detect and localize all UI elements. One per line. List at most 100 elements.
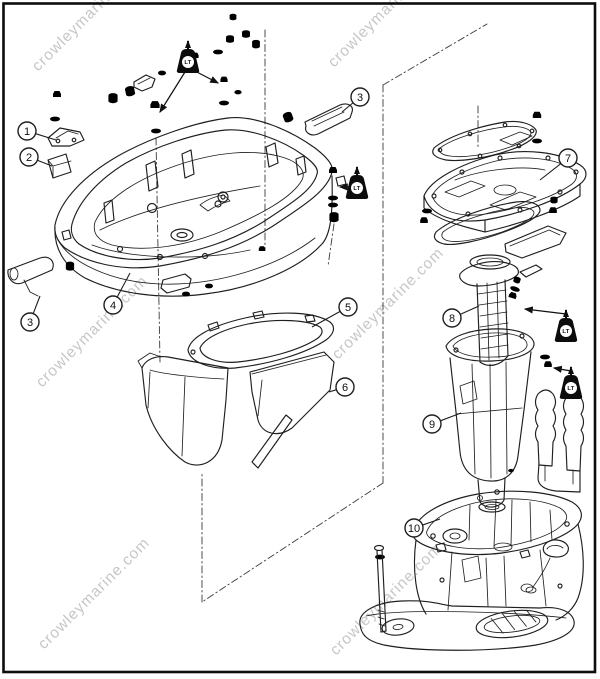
callout-number: 2 — [26, 152, 32, 164]
bolt-icon — [544, 361, 552, 380]
callout-8: 8 — [442, 305, 480, 328]
callout-circle — [422, 414, 442, 434]
callout-6: 6 — [328, 377, 355, 397]
marker-tip — [568, 366, 574, 374]
watermark-text: crowleymarine.com — [29, 0, 147, 75]
washer-icon — [328, 195, 338, 201]
marker-tip — [354, 166, 360, 174]
plate — [160, 273, 192, 294]
part7-exhaust-guide — [420, 111, 587, 259]
marker-label-circle — [182, 56, 194, 68]
marker-tip — [185, 40, 191, 48]
grommet-icon — [252, 39, 260, 49]
callout-number: 3 — [27, 317, 33, 329]
grommet-icon — [108, 93, 118, 104]
watermark-text: crowleymarine.com — [327, 540, 445, 658]
bolt-icon — [53, 91, 61, 110]
callout-circle — [442, 308, 462, 328]
callout-circle — [20, 312, 40, 332]
callout-leader — [440, 412, 462, 422]
callout-3: 3 — [341, 87, 370, 113]
marker-label: LT — [562, 329, 569, 335]
bolt-icon — [549, 207, 557, 226]
grommet-icon — [65, 261, 75, 271]
callout-number: 9 — [429, 419, 435, 431]
apron-strip — [251, 414, 293, 469]
callout-1: 1 — [17, 121, 57, 141]
cowling-fasteners — [50, 13, 339, 304]
bolt-icon — [150, 101, 160, 123]
part6-apron-right — [249, 351, 335, 469]
part8-muffler — [459, 261, 552, 380]
callout-10: 10 — [404, 518, 441, 538]
watermark-text: crowleymarine.com — [33, 272, 151, 390]
washer-icon — [213, 49, 223, 55]
part3-latch-right — [282, 103, 353, 136]
marker-label-circle — [560, 325, 572, 337]
washer-icon — [151, 128, 161, 134]
washer-icon — [532, 138, 542, 144]
callout-leader — [32, 295, 41, 314]
washer-icon — [219, 100, 229, 106]
watermark-text: crowleymarine.com — [35, 534, 153, 652]
washer-icon — [540, 354, 550, 360]
lower-mount-bracket — [534, 389, 585, 493]
callout-leader — [311, 310, 341, 328]
callout-2: 2 — [19, 147, 53, 167]
screw-icon — [182, 291, 190, 304]
callout-circle — [17, 121, 37, 141]
clamp-bracket — [133, 74, 156, 92]
callout-circle — [558, 148, 578, 168]
washer-icon — [375, 554, 385, 560]
callout-circle — [19, 147, 39, 167]
cap-nut-icon — [229, 13, 237, 21]
callout-number: 1 — [24, 126, 30, 138]
watermark-layer: crowleymarine.com crowleymarine.com crowle… — [29, 0, 447, 659]
callout-circle — [350, 87, 370, 107]
callout-number: 3 — [357, 92, 363, 104]
callout-leader — [460, 305, 480, 315]
screw-icon — [234, 90, 242, 102]
grommet-icon — [282, 110, 295, 124]
callout-number: 10 — [408, 523, 420, 535]
callout-3: 3 — [20, 295, 41, 332]
callout-4: 4 — [103, 272, 131, 315]
callout-leader — [35, 133, 57, 141]
washer-icon — [509, 285, 521, 293]
manifold-parts — [469, 254, 543, 278]
grease-marker-icon: LT — [159, 40, 220, 114]
nut-icon — [226, 35, 234, 43]
callout-circle — [338, 297, 358, 317]
part6-apron-left — [137, 352, 229, 466]
marker-label-circle — [565, 382, 577, 394]
callout-7: 7 — [539, 148, 578, 181]
construction-lines — [155, 23, 488, 603]
part5-seal-rail — [187, 310, 335, 369]
callout-9: 9 — [422, 412, 462, 434]
callout-circle — [404, 518, 424, 538]
washer-icon — [422, 208, 432, 214]
bolt-icon — [420, 217, 428, 236]
grease-marker-icon: LT — [552, 365, 583, 399]
marker-tip — [563, 309, 569, 317]
bottom-cowling — [54, 117, 347, 297]
nut-icon — [550, 196, 558, 204]
callout-leader — [116, 272, 131, 298]
bolt-icon — [532, 111, 542, 132]
marker-label: LT — [184, 60, 191, 66]
grease-arrow — [552, 365, 572, 373]
callout-circle — [103, 295, 123, 315]
part9-upper-case — [445, 328, 535, 513]
part2-damper — [47, 153, 72, 179]
callout-leader — [341, 102, 354, 113]
grease-arrow — [159, 71, 186, 114]
grommet-icon — [329, 212, 339, 223]
nut-icon — [242, 30, 250, 38]
diagram-art — [7, 13, 587, 651]
grease-arrow — [523, 306, 567, 315]
